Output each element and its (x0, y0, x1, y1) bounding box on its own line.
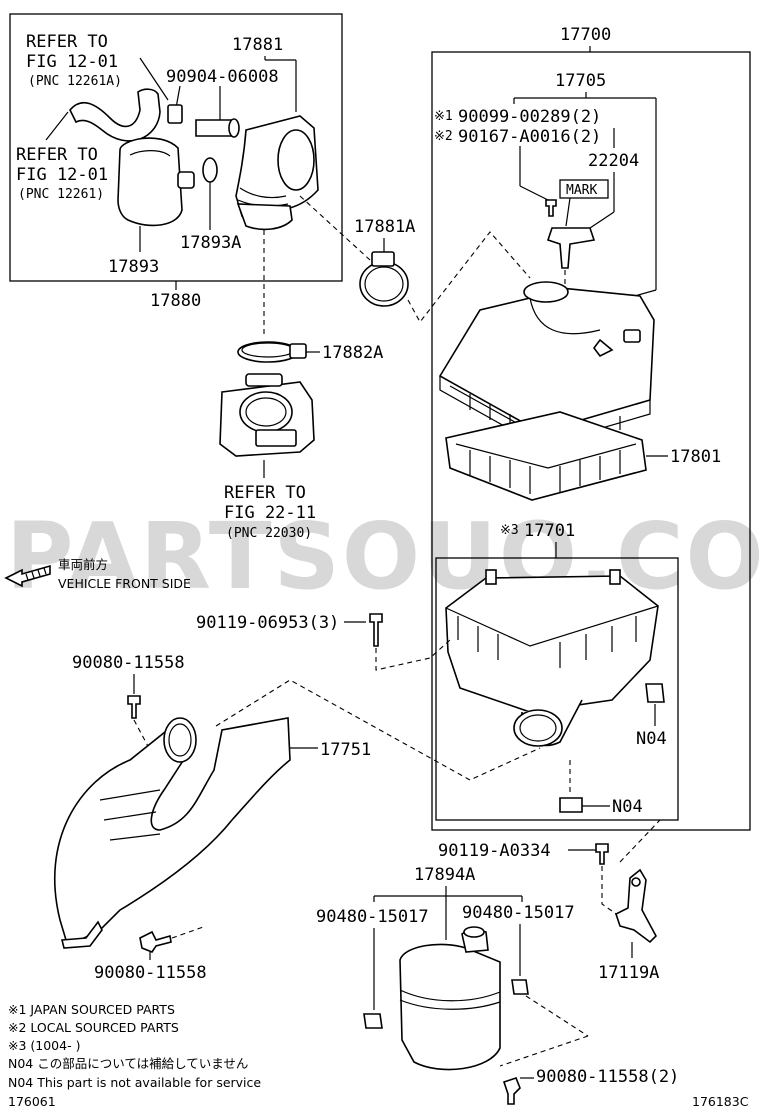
mark-3: ※3 (500, 523, 519, 538)
mark-box-label: MARK (566, 183, 597, 198)
label-refer-tb-3: (PNC 22030) (226, 526, 312, 541)
mark-2: ※2 (434, 129, 453, 144)
label-90904-06008: 90904-06008 (166, 67, 279, 87)
label-17801: 17801 (670, 447, 721, 467)
grommet-n04-a (645, 683, 665, 703)
label-front-en: VEHICLE FRONT SIDE (58, 576, 191, 591)
note-1: ※1 JAPAN SOURCED PARTS (8, 1002, 175, 1017)
footer-right-code: 176183C (692, 1094, 749, 1109)
label-90080-2: 90080-11558(2) (536, 1067, 679, 1087)
bolt-90119-A0334 (595, 843, 609, 865)
label-17700: 17700 (560, 25, 611, 45)
label-refer-tb-1: REFER TO (224, 483, 306, 503)
label-17893: 17893 (108, 257, 159, 277)
note-4: N04 この部品については補給していません (8, 1056, 248, 1071)
mark-box (559, 179, 609, 199)
label-n04-a: N04 (636, 729, 667, 749)
label-90480-left: 90480-15017 (316, 907, 429, 927)
label-17119A: 17119A (598, 963, 659, 983)
label-90099-00289: 90099-00289(2) (458, 107, 601, 127)
label-refer-mid-3: (PNC 12261) (18, 187, 104, 202)
note-5: N04 This part is not available for servi… (8, 1075, 261, 1090)
group-box-17700 (431, 51, 751, 831)
label-refer-mid-2: FIG 12-01 (16, 165, 108, 185)
note-3: ※3 (1004- ) (8, 1038, 80, 1053)
label-17705: 17705 (555, 71, 606, 91)
footer-left-code: 176061 (8, 1094, 56, 1109)
grommet-90480-right (511, 979, 529, 995)
intake-duct-17751 (54, 717, 291, 941)
label-17881A: 17881A (354, 217, 415, 237)
bolt-90119-06953 (369, 613, 383, 647)
bolt-90080-2 (502, 1077, 521, 1105)
label-refer-mid-1: REFER TO (16, 145, 98, 165)
watermark: PARTSOUQ.COM (6, 503, 760, 610)
grommet-90480-left (363, 1013, 383, 1029)
label-90080-top: 90080-11558 (72, 653, 185, 673)
sensor-22204 (546, 227, 596, 269)
air-cleaner-cap-17705 (438, 287, 655, 433)
label-front-jp: 車両前方 (58, 557, 108, 572)
label-90119-06953: 90119-06953(3) (196, 613, 339, 633)
label-refer-top-3: (PNC 12261A) (28, 74, 122, 89)
note-2: ※2 LOCAL SOURCED PARTS (8, 1020, 179, 1035)
label-17751: 17751 (320, 740, 371, 760)
screw-90099 (545, 199, 557, 217)
bracket-17119a (615, 868, 657, 944)
front-arrow (4, 564, 51, 588)
bolt-90080-top (127, 695, 141, 719)
air-cleaner-case-17701 (445, 575, 659, 713)
label-90167-A0016: 90167-A0016(2) (458, 127, 601, 147)
group-box-17701 (435, 557, 679, 821)
clamp-17881a (359, 261, 409, 307)
label-refer-top-2: FIG 12-01 (26, 52, 118, 72)
resonator-17893 (117, 137, 183, 227)
label-n04-b: N04 (612, 797, 643, 817)
label-90480-right: 90480-15017 (462, 903, 575, 923)
clamp-17893a (202, 157, 218, 183)
label-90119-A0334: 90119-A0334 (438, 841, 551, 861)
label-refer-top-1: REFER TO (26, 32, 108, 52)
grommet-n04-b (559, 797, 583, 813)
label-17701: 17701 (524, 521, 575, 541)
clamp-17882a (237, 341, 299, 363)
label-17894A: 17894A (414, 865, 475, 885)
label-22204: 22204 (588, 151, 639, 171)
label-17881: 17881 (232, 35, 283, 55)
label-17882A: 17882A (322, 343, 383, 363)
resonator-17894a (399, 943, 501, 1071)
label-17880: 17880 (150, 291, 201, 311)
clip-90904 (167, 104, 183, 124)
bolt-90080-bottom (139, 930, 172, 953)
mark-1: ※1 (434, 109, 453, 124)
label-90080-bottom: 90080-11558 (94, 963, 207, 983)
label-17893A: 17893A (180, 233, 241, 253)
hose-pnc-12261a (69, 88, 161, 142)
air-filter-17801 (445, 411, 647, 501)
label-refer-tb-2: FIG 22-11 (224, 503, 316, 523)
